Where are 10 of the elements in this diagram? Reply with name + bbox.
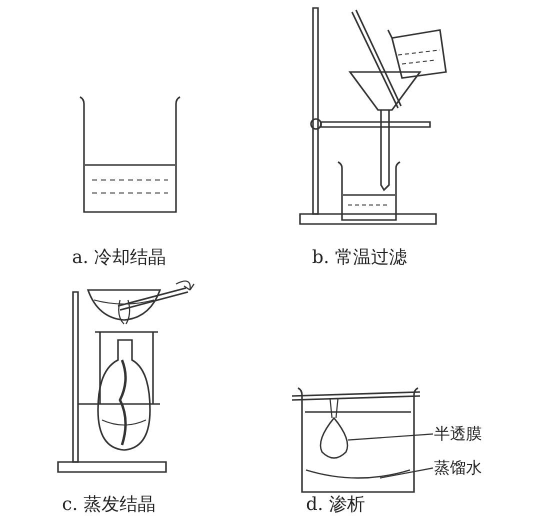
leader-line xyxy=(380,467,434,479)
part-label: 蒸馏水 xyxy=(434,458,482,478)
caption: c. 蒸发结晶 xyxy=(62,494,156,516)
leader-line xyxy=(348,433,434,441)
caption: b. 常温过滤 xyxy=(312,247,407,269)
water-line xyxy=(306,469,410,479)
caption: d. 渗析 xyxy=(306,494,365,516)
part-label: 半透膜 xyxy=(434,424,482,444)
caption: a. 冷却结晶 xyxy=(72,247,166,269)
membrane-bag xyxy=(320,417,348,459)
